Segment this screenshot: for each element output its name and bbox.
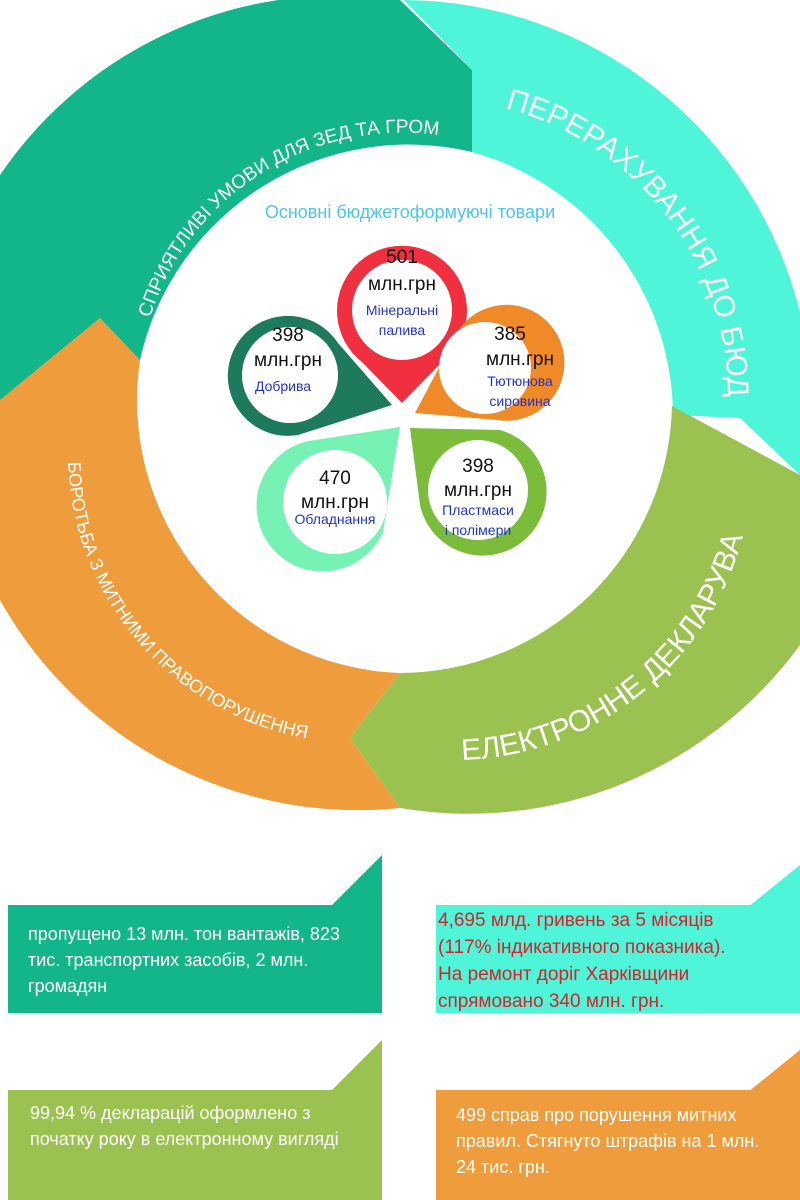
petal-2-name-2: і полімери xyxy=(445,522,511,538)
petal-fertilizers: 398 млн.грн Добрива xyxy=(227,315,393,436)
petal-0-name-2: палива xyxy=(379,322,426,338)
info-box-budget: 4,695 млд. гривень за 5 місяців (117% ін… xyxy=(436,905,800,1013)
info-box-traffic: пропущено 13 млн. тон вантажів, 823 тис.… xyxy=(8,905,382,1013)
box-declarations-tail xyxy=(330,1040,382,1092)
petal-4-name-1: Добрива xyxy=(255,378,311,394)
box-budget-tail xyxy=(748,865,800,907)
declarations-line-2: початку року в електронному вигляді xyxy=(30,1129,339,1149)
budget-line-1: 4,695 млд. гривень за 5 місяців xyxy=(438,910,714,931)
box-violations-tail xyxy=(748,1050,800,1092)
center-title: Основні бюджетоформуючі товари xyxy=(265,202,555,222)
petal-0-value: 501 xyxy=(386,247,418,268)
petal-4-value: 398 xyxy=(272,325,304,346)
arc-fight-violations xyxy=(0,318,400,811)
petal-4-unit: млн.грн xyxy=(254,350,322,371)
petal-2-name-1: Пластмаси xyxy=(442,502,514,518)
arc-favorable-conditions xyxy=(0,0,472,400)
petal-1-value: 385 xyxy=(494,324,526,345)
info-box-violations: 499 справ про порушення митних правил. С… xyxy=(436,1090,800,1200)
petal-0-unit: млн.грн xyxy=(368,274,436,295)
traffic-line-1: пропущено 13 млн. тон вантажів, 823 xyxy=(28,924,340,944)
traffic-line-3: громадян xyxy=(28,976,108,996)
customs-cycle-diagram: СПРИЯТЛИВІ УМОВИ ДЛЯ ЗЕД ТА ГРОМАДЯН ПЕР… xyxy=(0,0,800,814)
petal-0-name-1: Мінеральні xyxy=(366,302,438,318)
petal-1-name-2: сировина xyxy=(489,393,550,409)
violations-line-1: 499 справ про порушення митних xyxy=(456,1105,737,1125)
petal-1-unit: млн.грн xyxy=(486,349,554,370)
box-traffic-tail xyxy=(330,855,382,907)
violations-line-3: 24 тис. грн. xyxy=(456,1157,550,1177)
petal-equipment: 470 млн.грн Обладнання xyxy=(256,427,400,572)
declarations-line-1: 99,94 % декларацій оформлено з xyxy=(30,1103,311,1123)
petal-2-unit: млн.грн xyxy=(444,480,512,501)
petal-1-name-1: Тютюнова xyxy=(487,373,553,389)
petal-3-name-1: Обладнання xyxy=(295,511,376,527)
arc-electronic-declaration xyxy=(350,406,800,814)
petal-mineral-fuels: 501 млн.грн Мінеральні палива xyxy=(337,245,467,403)
petal-3-unit: млн.грн xyxy=(301,492,369,513)
petal-3-value: 470 xyxy=(319,468,351,489)
budget-line-3: На ремонт доріг Харківщини xyxy=(438,964,690,985)
petal-2-value: 398 xyxy=(462,456,494,477)
info-box-declarations: 99,94 % декларацій оформлено з початку р… xyxy=(8,1090,382,1200)
budget-line-4: спрямовано 340 млн. грн. xyxy=(438,991,665,1012)
violations-line-2: правил. Стягнуто штрафів на 1 млн. xyxy=(456,1131,760,1151)
petal-plastics: 398 млн.грн Пластмаси і полімери xyxy=(410,428,547,556)
budget-line-2: (117% індикативного показника). xyxy=(438,937,726,958)
traffic-line-2: тис. транспортних засобів, 2 млн. xyxy=(28,950,309,970)
petal-tobacco: 385 млн.грн Тютюнова сировина xyxy=(415,304,565,421)
arc-budget xyxy=(404,0,800,475)
